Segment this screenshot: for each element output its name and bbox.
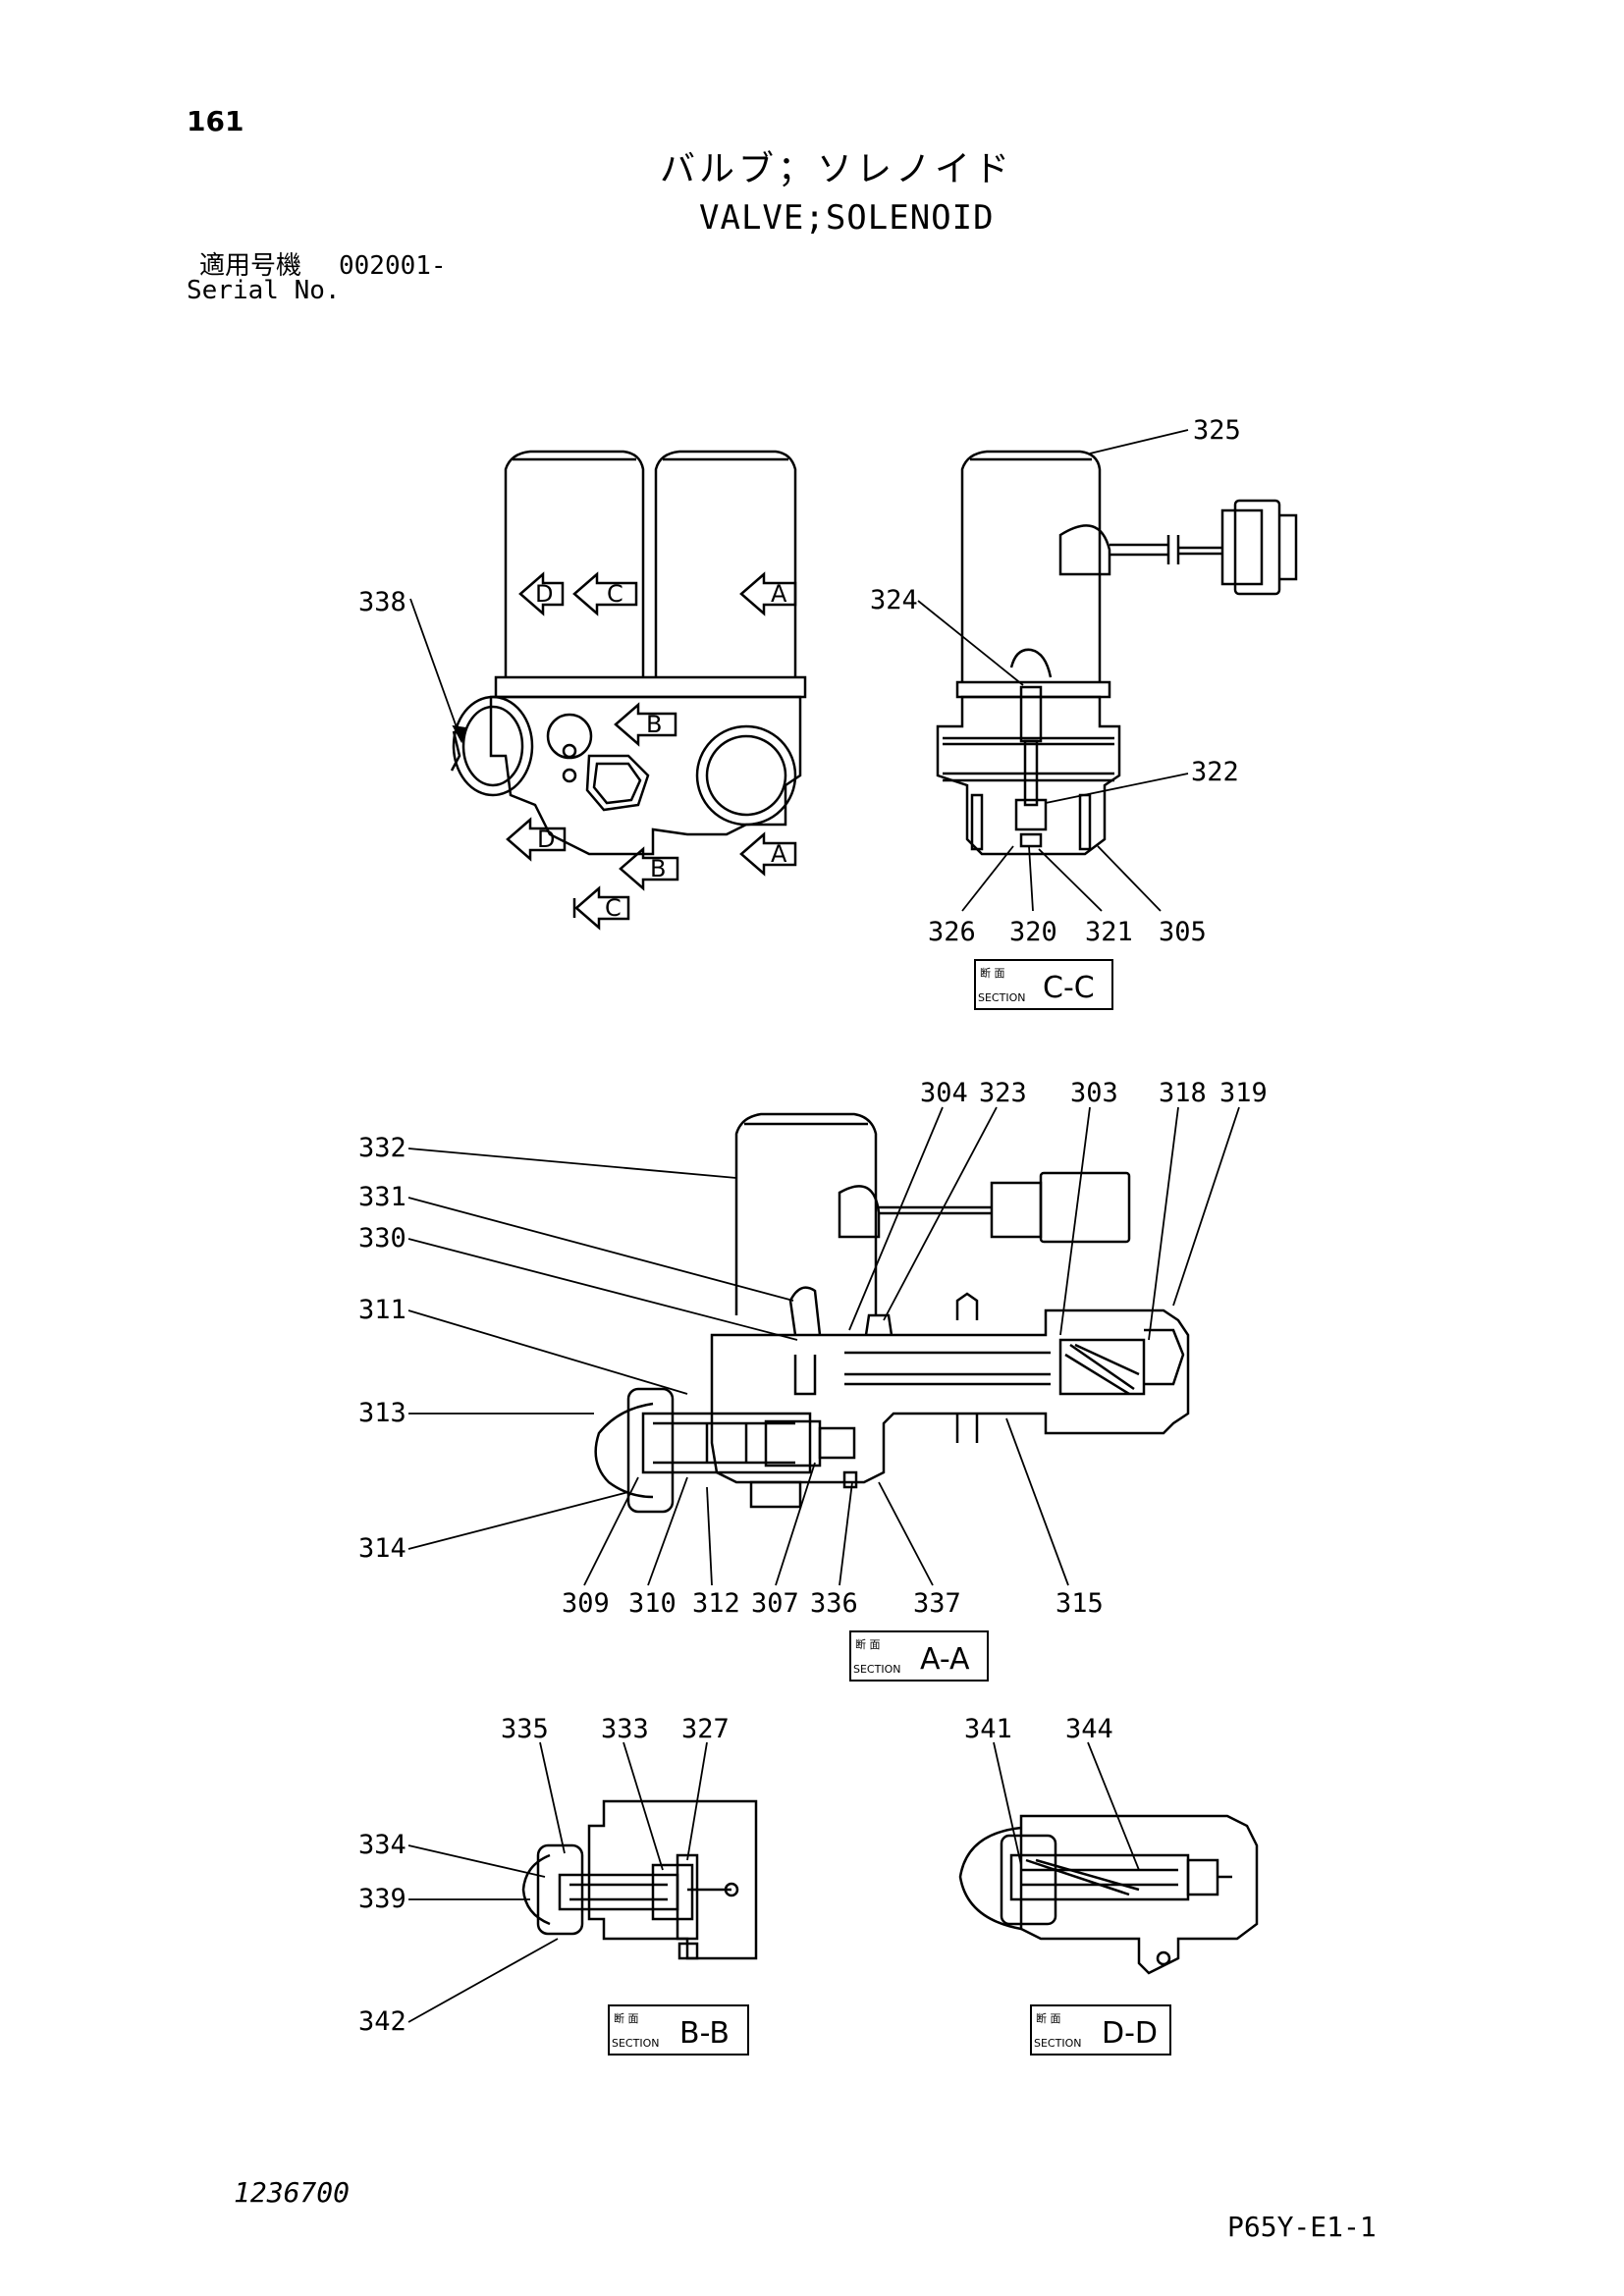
- arrow-label: A: [771, 840, 787, 868]
- sheet-code: P65Y-E1-1: [1227, 2211, 1377, 2243]
- callout-label: 337: [913, 1588, 961, 1619]
- section-bb-drawing: [521, 1799, 758, 1960]
- callout-label: 309: [562, 1588, 610, 1619]
- callout-label: 305: [1159, 917, 1207, 947]
- leader-lines-section-dd: [993, 1741, 1140, 1871]
- callout-label: 327: [681, 1714, 730, 1744]
- callout-label: 312: [692, 1588, 740, 1619]
- callout-label: 332: [358, 1133, 406, 1163]
- callout-label: 324: [870, 585, 918, 615]
- drawing-number: 1236700: [234, 2176, 351, 2209]
- callout-label: 321: [1085, 917, 1133, 947]
- section-label-bb: 断 面 SECTION B-B: [608, 2004, 749, 2056]
- section-label-text: A-A: [920, 1642, 970, 1677]
- section-label-small: 断 面: [1036, 2011, 1061, 2025]
- callout-label: 311: [358, 1295, 406, 1325]
- section-cc-callouts: 325 324 322 326 320 321 305: [870, 415, 1241, 947]
- section-label-small: SECTION: [978, 991, 1025, 1004]
- callout-label: 320: [1009, 917, 1057, 947]
- section-label-small: SECTION: [853, 1663, 900, 1676]
- section-label-small: 断 面: [980, 966, 1005, 980]
- callout-label: 344: [1065, 1714, 1113, 1744]
- section-label-small: 断 面: [855, 1637, 881, 1651]
- arrow-label: A: [771, 580, 787, 608]
- arrow-label: D: [535, 580, 553, 608]
- callout-label: 336: [810, 1588, 858, 1619]
- arrow-label: D: [537, 826, 555, 853]
- section-label-small: SECTION: [1034, 2037, 1081, 2050]
- section-label-text: D-D: [1102, 2016, 1158, 2051]
- callout-label: 323: [979, 1078, 1027, 1108]
- section-cc-drawing: [936, 450, 1298, 856]
- callout-label: 310: [628, 1588, 677, 1619]
- callout-label: 303: [1070, 1078, 1118, 1108]
- title-japanese: バルブ；ソレノイド: [660, 149, 1014, 189]
- leader-lines-section-aa: [407, 1106, 1240, 1586]
- serial-label-japanese: 適用号機: [199, 251, 302, 281]
- callout-label: 319: [1219, 1078, 1268, 1108]
- page-number: 161: [187, 105, 244, 137]
- title-english: VALVE;SOLENOID: [699, 198, 995, 238]
- section-label-small: 断 面: [614, 2011, 639, 2025]
- section-label-cc: 断 面 SECTION C-C: [974, 959, 1113, 1010]
- callout-label: 313: [358, 1398, 406, 1428]
- section-label-text: B-B: [679, 2016, 730, 2051]
- callout-label: 330: [358, 1223, 406, 1254]
- callout-label: 304: [920, 1078, 968, 1108]
- external-view-section-arrows: D C A B D B A C: [535, 580, 787, 922]
- arrow-label: B: [650, 855, 666, 882]
- section-dd-callouts: 341 344: [964, 1714, 1113, 1744]
- callout-label: 331: [358, 1182, 406, 1212]
- callout-label: 335: [501, 1714, 549, 1744]
- callout-label: 338: [358, 587, 406, 617]
- callout-label: 342: [358, 2006, 406, 2037]
- section-bb-callouts: 335 333 327 334 339 342: [358, 1714, 730, 2037]
- section-label-aa: 断 面 SECTION A-A: [849, 1630, 989, 1682]
- serial-label-english: Serial No.: [187, 276, 341, 305]
- callout-label: 326: [928, 917, 976, 947]
- callout-label: 339: [358, 1884, 406, 1914]
- section-aa-callouts: 304 323 303 318 319 332 331 330 311 313 …: [358, 1078, 1268, 1619]
- callout-label: 322: [1191, 757, 1239, 787]
- serial-value: 002001-: [339, 251, 447, 281]
- leader-lines-section-cc: [917, 429, 1189, 912]
- section-label-small: SECTION: [612, 2037, 659, 2050]
- callout-label: 314: [358, 1533, 406, 1564]
- leader-lines-section-bb: [407, 1741, 708, 2023]
- external-view-drawing: [450, 450, 807, 931]
- callout-label: 341: [964, 1714, 1012, 1744]
- callout-label: 318: [1159, 1078, 1207, 1108]
- leader-lines-external: [409, 598, 468, 744]
- section-label-dd: 断 面 SECTION D-D: [1030, 2004, 1171, 2056]
- section-label-text: C-C: [1043, 971, 1095, 1005]
- section-dd-drawing: [958, 1814, 1259, 1975]
- callout-label: 325: [1193, 415, 1241, 446]
- arrow-label: C: [607, 580, 623, 608]
- callout-label: 334: [358, 1830, 406, 1860]
- callout-label: 333: [601, 1714, 649, 1744]
- callout-label: 307: [751, 1588, 799, 1619]
- arrow-label: B: [646, 711, 662, 738]
- arrow-label: C: [605, 894, 622, 922]
- callout-label: 315: [1056, 1588, 1104, 1619]
